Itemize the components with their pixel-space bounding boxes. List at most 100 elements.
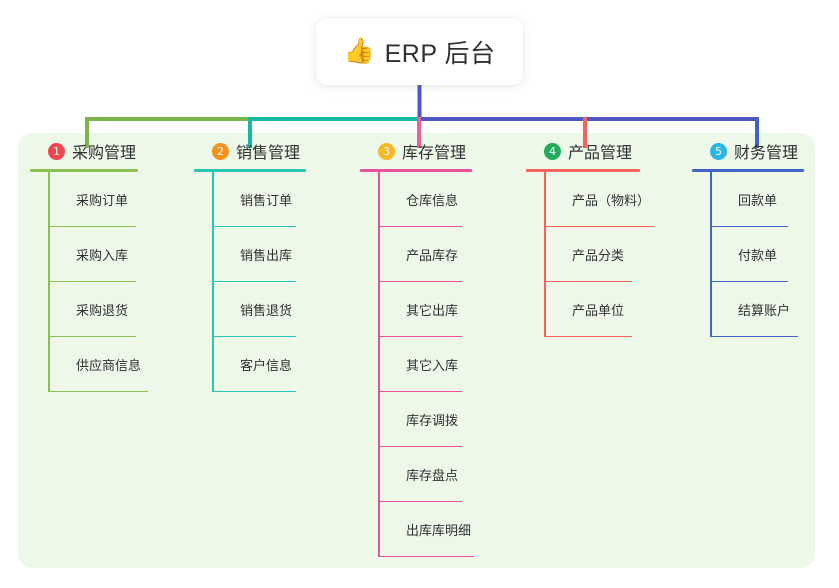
branch-item-rule	[48, 390, 148, 392]
branch-item-label: 销售退货	[240, 303, 293, 318]
branch-item[interactable]: 其它入库	[378, 337, 521, 392]
branch-item-list: 销售订单销售出库销售退货客户信息	[212, 172, 355, 392]
branch-title: 产品管理	[568, 145, 633, 162]
branch-item-rule	[710, 280, 788, 282]
branch-item-label: 出库库明细	[406, 523, 472, 538]
branch-item-list: 回款单付款单结算账户	[710, 172, 839, 337]
branch-spine	[212, 172, 214, 392]
branch-item[interactable]: 销售退货	[212, 282, 355, 337]
branch-item-label: 客户信息	[240, 358, 293, 373]
thumbs-up-icon: 👍	[343, 37, 375, 65]
branch-item-rule	[378, 390, 462, 392]
branch-item-rule	[378, 280, 462, 282]
branch-header[interactable]: 2 销售管理	[190, 133, 355, 169]
branch-column: 3 库存管理仓库信息产品库存其它出库其它入库库存调拨库存盘点出库库明细	[356, 133, 521, 557]
branch-item-label: 回款单	[738, 193, 778, 208]
branch-index-badge: 1	[48, 142, 65, 160]
branch-item-label: 其它入库	[406, 358, 459, 373]
branch-item-rule	[212, 390, 296, 392]
branch-item[interactable]: 采购退货	[48, 282, 191, 337]
branch-title: 库存管理	[402, 145, 467, 162]
branch-item-label: 结算账户	[738, 303, 791, 318]
branch-item[interactable]: 库存调拨	[378, 392, 521, 447]
branch-item-label: 库存盘点	[406, 468, 459, 483]
branch-item[interactable]: 客户信息	[212, 337, 355, 392]
branch-item-label: 产品单位	[572, 303, 625, 318]
branch-item[interactable]: 产品库存	[378, 227, 521, 282]
branch-item[interactable]: 销售出库	[212, 227, 355, 282]
branch-item-label: 供应商信息	[76, 358, 142, 373]
branch-spine	[48, 172, 50, 392]
branch-spine	[378, 172, 380, 557]
branch-item-label: 产品分类	[572, 248, 625, 263]
branch-column: 2 销售管理销售订单销售出库销售退货客户信息	[190, 133, 355, 392]
branch-header-rule	[360, 169, 472, 172]
branch-item[interactable]: 销售订单	[212, 172, 355, 227]
branch-item[interactable]: 库存盘点	[378, 447, 521, 502]
branch-item[interactable]: 付款单	[710, 227, 839, 282]
branch-item[interactable]: 采购入库	[48, 227, 191, 282]
branch-spine	[710, 172, 712, 337]
branch-title: 销售管理	[236, 145, 301, 162]
branch-item-list: 采购订单采购入库采购退货供应商信息	[48, 172, 191, 392]
branch-item-label: 采购入库	[76, 248, 129, 263]
branch-item-rule	[544, 335, 632, 337]
branch-item-rule	[378, 445, 462, 447]
branch-index-badge: 4	[544, 142, 561, 160]
branch-item-label: 仓库信息	[406, 193, 459, 208]
branch-item[interactable]: 采购订单	[48, 172, 191, 227]
branch-item-rule	[710, 225, 788, 227]
branch-header[interactable]: 4 产品管理	[522, 133, 687, 169]
branch-item-list: 产品（物料） 产品分类产品单位	[544, 172, 687, 337]
branch-item-label: 库存调拨	[406, 413, 459, 428]
branch-title: 采购管理	[72, 145, 137, 162]
branch-item[interactable]: 结算账户	[710, 282, 839, 337]
branch-item[interactable]: 其它出库	[378, 282, 521, 337]
branch-item-label: 产品（物料）	[572, 193, 651, 208]
branch-header-rule	[30, 169, 138, 172]
branch-item[interactable]: 供应商信息	[48, 337, 191, 392]
branch-item-list: 仓库信息产品库存其它出库其它入库库存调拨库存盘点出库库明细	[378, 172, 521, 557]
branch-item[interactable]: 回款单	[710, 172, 839, 227]
branch-header-rule	[194, 169, 306, 172]
branch-item-label: 产品库存	[406, 248, 459, 263]
branch-item-rule	[378, 225, 462, 227]
branch-item-label: 采购订单	[76, 193, 129, 208]
branch-item-rule	[378, 500, 462, 502]
branch-item-label: 付款单	[738, 248, 778, 263]
branch-header[interactable]: 5 财务管理	[688, 133, 839, 169]
branch-index-badge: 2	[212, 142, 229, 160]
root-node-title: ERP 后台	[384, 39, 496, 68]
branch-index-badge: 5	[710, 142, 727, 160]
branch-item-rule	[48, 335, 136, 337]
branch-item-label: 销售订单	[240, 193, 293, 208]
branch-item-rule	[48, 280, 136, 282]
branch-title: 财务管理	[734, 145, 799, 162]
root-node-card[interactable]: 👍 ERP 后台	[316, 18, 523, 85]
branch-item[interactable]: 产品（物料）	[544, 172, 687, 227]
branch-spine	[544, 172, 546, 337]
branch-item-rule	[212, 280, 296, 282]
branch-header-rule	[526, 169, 640, 172]
branch-item-rule	[212, 225, 296, 227]
branch-columns: 1 采购管理采购订单采购入库采购退货供应商信息 2 销售管理销售订单销售出库销售退货客…	[18, 133, 815, 568]
branch-item-rule	[710, 335, 798, 337]
branch-header-rule	[692, 169, 804, 172]
branch-item[interactable]: 出库库明细	[378, 502, 521, 557]
branch-item-rule	[544, 280, 632, 282]
branch-item[interactable]: 产品分类	[544, 227, 687, 282]
branch-item-rule	[48, 225, 136, 227]
branch-item-rule	[378, 555, 474, 557]
branch-column: 4 产品管理产品（物料） 产品分类产品单位	[522, 133, 687, 337]
branch-item-label: 采购退货	[76, 303, 129, 318]
branch-header[interactable]: 1 采购管理	[26, 133, 191, 169]
branch-index-badge: 3	[378, 142, 395, 160]
branch-item[interactable]: 产品单位	[544, 282, 687, 337]
diagram-background-panel	[18, 133, 815, 568]
branch-item-rule	[378, 335, 462, 337]
branch-header[interactable]: 3 库存管理	[356, 133, 521, 169]
branch-item-label: 其它出库	[406, 303, 459, 318]
branch-item[interactable]: 仓库信息	[378, 172, 521, 227]
branch-column: 1 采购管理采购订单采购入库采购退货供应商信息	[26, 133, 191, 392]
branch-column: 5 财务管理回款单付款单结算账户	[688, 133, 839, 337]
